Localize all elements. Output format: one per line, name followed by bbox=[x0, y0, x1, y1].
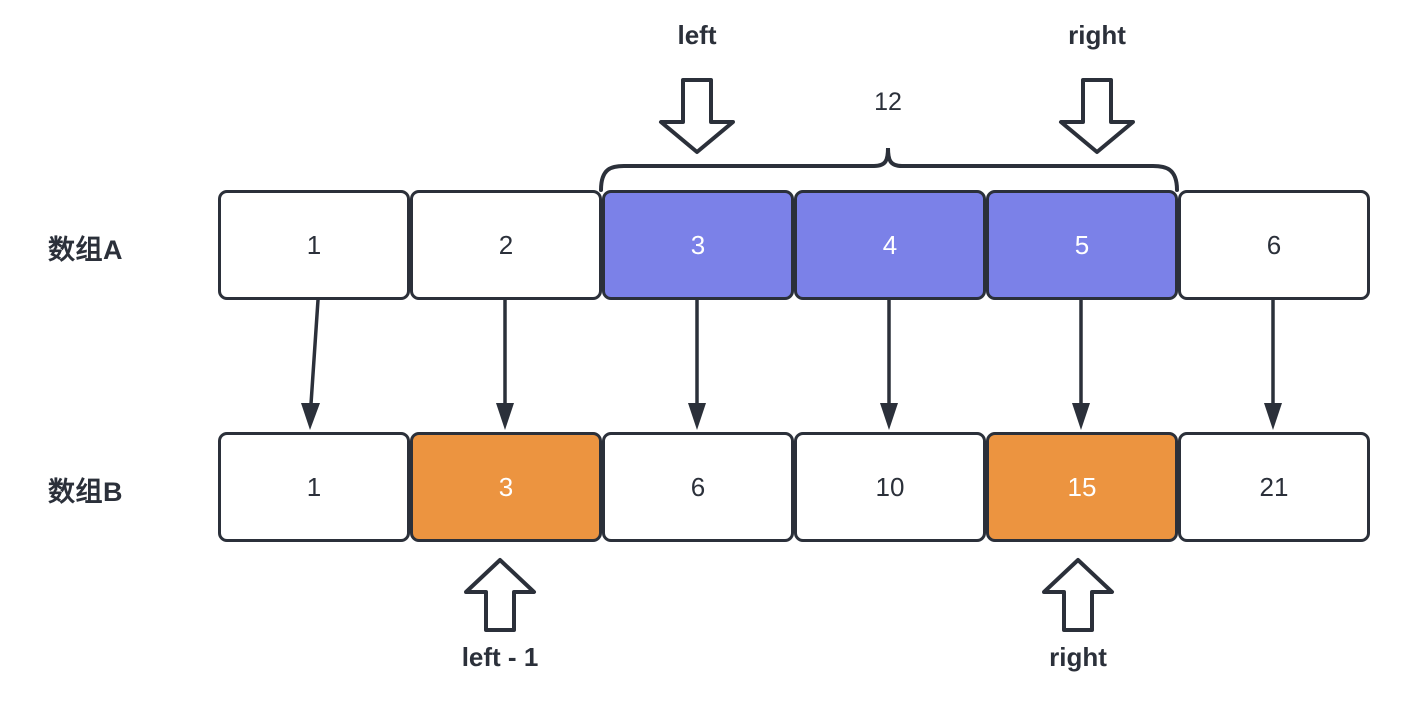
top-arrow-right-icon bbox=[1059, 78, 1135, 154]
array-b-cell-5[interactable]: 21 bbox=[1178, 432, 1370, 542]
brace-sum-label: 12 bbox=[874, 88, 902, 116]
array-b-cell-0[interactable]: 1 bbox=[218, 432, 410, 542]
top-arrow-left-icon bbox=[659, 78, 735, 154]
array-a-cell-0[interactable]: 1 bbox=[218, 190, 410, 300]
array-a-row-label: 数组A bbox=[48, 235, 123, 265]
connector-arrow-3 bbox=[688, 298, 706, 430]
array-b-cell-3-value: 10 bbox=[875, 471, 905, 502]
array-a-cell-2-value: 3 bbox=[690, 229, 706, 260]
connector-arrow-4 bbox=[880, 298, 898, 430]
array-b-cell-4-value: 15 bbox=[1067, 471, 1097, 502]
connector-arrow-5 bbox=[1072, 298, 1090, 430]
array-a-cell-1[interactable]: 2 bbox=[410, 190, 602, 300]
connector-arrow-1 bbox=[301, 298, 320, 430]
bottom-arrow-left-icon bbox=[464, 558, 536, 632]
range-brace bbox=[599, 147, 1179, 192]
top-marker-label-right: right bbox=[1068, 20, 1126, 50]
bottom-marker-label-left-minus-1: left - 1 bbox=[461, 642, 539, 672]
bottom-arrow-right-icon bbox=[1042, 558, 1114, 632]
array-b-cell-2[interactable]: 6 bbox=[602, 432, 794, 542]
array-b-cell-2-value: 6 bbox=[690, 471, 706, 502]
array-a-cell-0-value: 1 bbox=[306, 229, 322, 260]
array-a-cell-5[interactable]: 6 bbox=[1178, 190, 1370, 300]
array-b-cell-0-value: 1 bbox=[306, 471, 322, 502]
bottom-marker-label-right: right bbox=[1049, 642, 1107, 672]
array-a-cell-5-value: 6 bbox=[1266, 229, 1282, 260]
array-a-cell-3-value: 4 bbox=[882, 229, 898, 260]
array-b-row-label: 数组B bbox=[48, 477, 123, 507]
connector-arrows bbox=[301, 298, 1282, 430]
connector-arrow-6 bbox=[1264, 298, 1282, 430]
array-a-cell-4[interactable]: 5 bbox=[986, 190, 1178, 300]
array-b-cell-4[interactable]: 15 bbox=[986, 432, 1178, 542]
array-a-cell-2[interactable]: 3 bbox=[602, 190, 794, 300]
top-marker-label-left: left bbox=[677, 20, 717, 50]
array-b-cell-1-value: 3 bbox=[498, 471, 514, 502]
array-b-cell-1[interactable]: 3 bbox=[410, 432, 602, 542]
connector-arrow-2 bbox=[496, 298, 514, 430]
array-a-cell-1-value: 2 bbox=[498, 229, 514, 260]
array-a-cell-4-value: 5 bbox=[1074, 229, 1090, 260]
array-b-cell-3[interactable]: 10 bbox=[794, 432, 986, 542]
array-a-cell-3[interactable]: 4 bbox=[794, 190, 986, 300]
array-b-cell-5-value: 21 bbox=[1259, 471, 1289, 502]
